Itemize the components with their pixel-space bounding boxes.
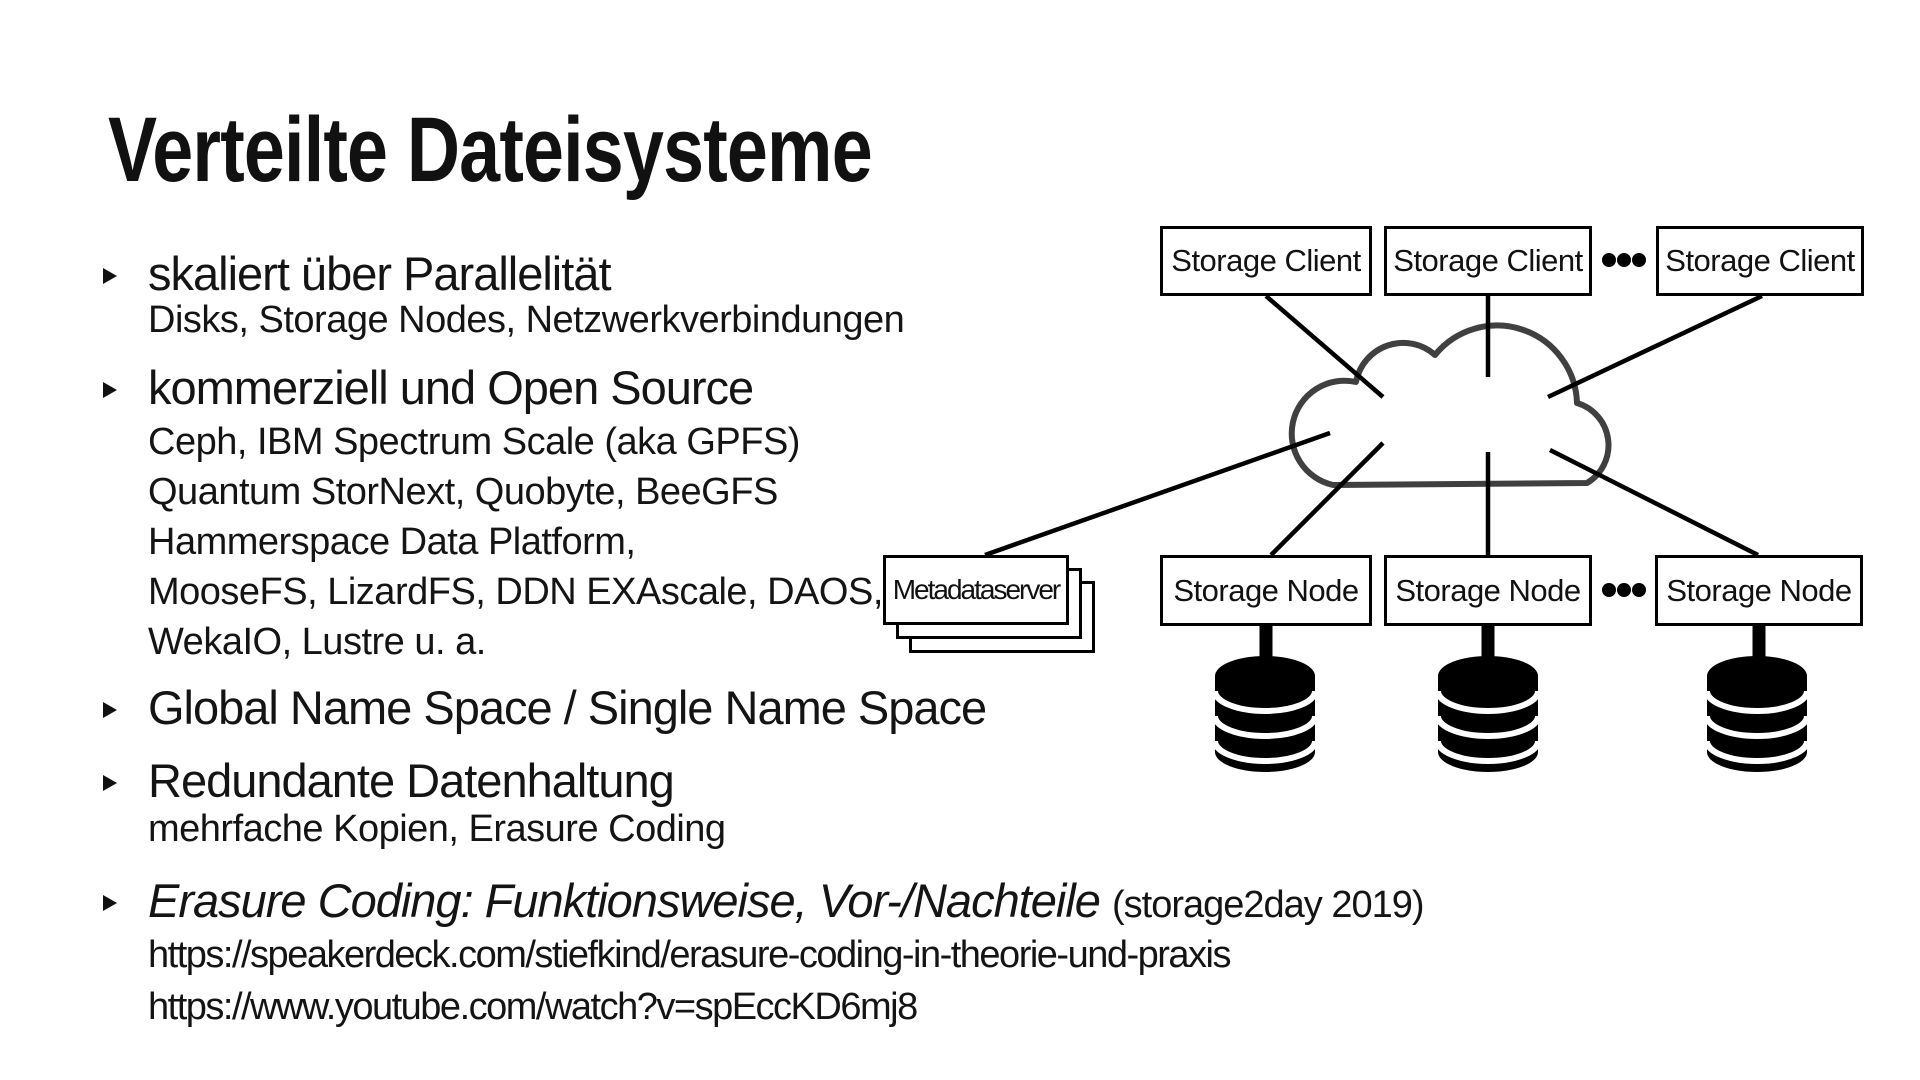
connector-line: [1269, 441, 1385, 557]
bullet-sub: mehrfache Kopien, Erasure Coding: [148, 808, 726, 850]
metadataserver-label: Metadataserver: [892, 574, 1062, 605]
storage-client-label: Storage Client: [1171, 243, 1361, 278]
storage-client-box: Storage Client: [1160, 226, 1372, 296]
bullet-triangle-icon: [103, 895, 117, 911]
talk-title: Erasure Coding: Funktionsweise, Vor-/Nac…: [148, 874, 1101, 927]
bullet-triangle-icon: [103, 775, 117, 791]
storage-node-box: Storage Node: [1160, 555, 1372, 626]
connector-line: [1547, 293, 1763, 400]
bullet-triangle-icon: [103, 268, 117, 284]
storage-client-label: Storage Client: [1393, 243, 1583, 278]
talk-event: (storage2day 2019): [1112, 884, 1425, 926]
bullet-sub: WekaIO, Lustre u. a.: [148, 621, 486, 663]
bullet-main: Redundante Datenhaltung: [148, 754, 675, 807]
storage-node-label: Storage Node: [1173, 572, 1359, 608]
connector-line: [1264, 294, 1385, 399]
storage-client-box: Storage Client: [1384, 226, 1592, 296]
bullet-triangle-icon: [103, 702, 117, 718]
bullet-sub: Ceph, IBM Spectrum Scale (aka GPFS): [148, 421, 800, 463]
slide-title: Verteilte Dateisysteme: [108, 99, 873, 201]
storage-node-label: Storage Node: [1395, 572, 1581, 608]
storage-client-box: Storage Client: [1656, 226, 1864, 296]
bullet-sub: MooseFS, LizardFS, DDN EXAscale, DAOS,: [148, 571, 883, 613]
database-icon: [1436, 656, 1540, 772]
bullet-sub: Disks, Storage Nodes, Netzwerkverbindung…: [148, 299, 905, 341]
database-icon: [1213, 656, 1317, 772]
storage-node-box: Storage Node: [1384, 555, 1592, 626]
storage-node-box: Storage Node: [1655, 555, 1863, 626]
ellipsis-dots: [1602, 253, 1646, 267]
database-icon: [1705, 656, 1809, 772]
metadataserver-box: Metadataserver: [883, 555, 1069, 625]
storage-client-label: Storage Client: [1665, 243, 1855, 278]
youtube-link[interactable]: https://www.youtube.com/watch?v=spEccKD6…: [148, 986, 918, 1028]
connector-line: [984, 430, 1331, 558]
storage-node-label: Storage Node: [1666, 572, 1852, 608]
ellipsis-dots: [1602, 583, 1646, 597]
bullet-triangle-icon: [103, 382, 117, 398]
speakerdeck-link[interactable]: https://speakerdeck.com/stiefkind/erasur…: [148, 934, 1232, 976]
bullet-main: kommerziell und Open Source: [148, 361, 754, 414]
connector-line: [1548, 447, 1760, 558]
bullet-sub: Hammerspace Data Platform,: [148, 521, 636, 563]
bullet-main: Global Name Space / Single Name Space: [148, 681, 987, 734]
bullet-main: skaliert über Parallelität: [148, 247, 611, 300]
network-cloud-icon: [1288, 322, 1612, 488]
bullet-sub: Quantum StorNext, Quobyte, BeeGFS: [148, 471, 778, 513]
bullet-main: Erasure Coding: Funktionsweise, Vor-/Nac…: [148, 874, 1425, 927]
